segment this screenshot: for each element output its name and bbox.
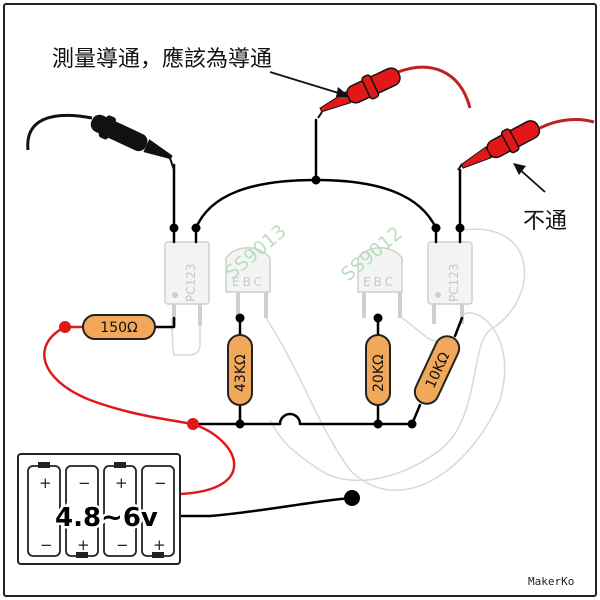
wire-battery-negative bbox=[178, 496, 354, 518]
battery-minus: − bbox=[78, 474, 91, 492]
resistor-10k: 10KΩ bbox=[413, 335, 461, 405]
battery-plus: + bbox=[39, 474, 52, 492]
junction-dot-battery-negative bbox=[344, 490, 360, 506]
transistor-left-pins: EBC bbox=[232, 275, 265, 289]
diagram-frame bbox=[3, 3, 597, 597]
junction-dot-red bbox=[187, 418, 199, 430]
battery-cell bbox=[141, 465, 175, 558]
junction-dot-red bbox=[59, 321, 71, 333]
battery-minus: − bbox=[40, 536, 53, 554]
battery-plus: + bbox=[77, 536, 90, 554]
junction-dot bbox=[431, 223, 441, 233]
resistor-20k: 20KΩ bbox=[365, 334, 391, 406]
ghost-wire-left-loop bbox=[171, 317, 201, 356]
battery-plus: + bbox=[115, 474, 128, 492]
battery-pack: + − − + + − − + 4.8~6v bbox=[17, 453, 181, 565]
junction-dot bbox=[191, 223, 201, 233]
battery-cell bbox=[27, 462, 61, 557]
junction-dot bbox=[455, 223, 465, 233]
annotation-top-label: 測量導通，應該為導通 bbox=[52, 46, 272, 72]
optocoupler-left: PC123 bbox=[164, 241, 210, 326]
resistor-150-label: 150Ω bbox=[100, 320, 138, 336]
arrow-right-label bbox=[513, 163, 546, 193]
junction-dot bbox=[235, 419, 245, 429]
optocoupler-right: PC123 bbox=[427, 241, 473, 324]
resistor-43k-label: 43KΩ bbox=[233, 354, 249, 392]
wire-red-left bbox=[43, 325, 195, 426]
battery-voltage: 4.8~6v bbox=[55, 503, 158, 533]
battery-cell bbox=[103, 462, 137, 557]
ghost-wire-right-arc bbox=[269, 228, 526, 482]
wire-red-battery bbox=[178, 422, 236, 496]
resistor-20k-label: 20KΩ bbox=[371, 354, 387, 392]
probe-red-right bbox=[457, 118, 595, 171]
transistor-left: EBC SS9013 bbox=[221, 220, 291, 318]
junction-dot bbox=[311, 175, 321, 185]
ghost-wire-cross bbox=[265, 312, 506, 491]
wire-150-to-opto bbox=[153, 316, 176, 329]
junction-dot bbox=[407, 419, 417, 429]
battery-minus: − bbox=[154, 474, 167, 492]
battery-minus: − bbox=[116, 536, 129, 554]
transistor-right-pins: EBC bbox=[363, 275, 396, 289]
optocoupler-left-label: PC123 bbox=[184, 263, 198, 302]
junction-dot bbox=[373, 313, 383, 323]
junction-dot bbox=[373, 419, 383, 429]
battery-cell bbox=[65, 465, 99, 558]
resistor-150: 150Ω bbox=[82, 314, 156, 340]
wire-bottom-rail bbox=[191, 412, 414, 426]
resistor-43k: 43KΩ bbox=[227, 334, 253, 406]
battery-plus: + bbox=[153, 536, 166, 554]
wire-top-arc bbox=[194, 178, 438, 230]
annotation-right-label: 不通 bbox=[523, 209, 567, 234]
junction-dot bbox=[169, 223, 179, 233]
brand-logo: MakerKo bbox=[528, 575, 574, 588]
arrow-top-label bbox=[269, 71, 350, 97]
transistor-right: EBC SS9012 bbox=[337, 222, 407, 318]
junction-dot bbox=[235, 313, 245, 323]
optocoupler-right-label: PC123 bbox=[447, 263, 461, 302]
probe-black bbox=[26, 113, 175, 171]
wire-10k-top bbox=[453, 316, 464, 338]
